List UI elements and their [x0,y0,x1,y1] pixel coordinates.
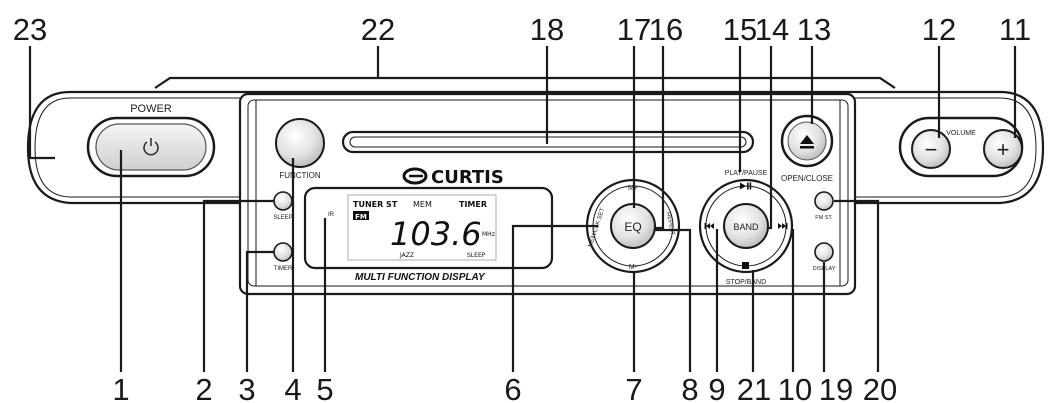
timer-label: TIMER [274,266,293,272]
callouts-bottom: 1 2 3 4 5 6 7 8 9 21 10 19 20 [112,372,897,403]
callout-22: 22 [361,12,395,47]
callout-21: 21 [737,372,771,403]
callout-2: 2 [195,372,212,403]
mem-minus-label: M- [629,264,638,271]
callout-10: 10 [778,372,812,403]
callout-15: 15 [723,12,757,47]
lcd-mem: MEM [413,200,432,209]
play-pause-icon[interactable] [740,182,752,190]
leader-lines [28,46,1017,372]
callout-5: 5 [316,372,333,403]
play-pause-label: PLAY/PAUSE [725,170,768,177]
callout-16: 16 [649,12,683,47]
fm-st-label: FM ST. [815,215,833,221]
next-track-icon[interactable] [778,223,788,229]
volume-label: VOLUME [946,130,976,137]
callout-6: 6 [504,372,521,403]
callout-8: 8 [681,372,698,403]
lcd-fm-box [353,211,369,220]
fm-st-button[interactable] [814,191,834,211]
callout-11: 11 [999,12,1031,47]
callout-23: 23 [13,12,47,47]
callout-17: 17 [617,12,651,47]
callout-7: 7 [625,372,642,403]
lcd-tuner-st: TUNER ST [353,200,398,209]
power-icon [143,138,159,156]
function-button[interactable] [275,118,325,168]
callouts-top: 23 22 18 17 16 15 14 13 12 11 [13,12,1031,47]
sleep-label: SLEEP [273,215,292,221]
band-label: BAND [733,222,759,232]
lcd-jazz: JAZZ [399,252,414,259]
callout-18: 18 [530,12,564,47]
brand-logo [402,167,428,185]
callout-3: 3 [238,372,255,403]
display-button[interactable] [814,242,834,262]
open-close-label: OPEN/CLOSE [781,174,833,183]
volume-up-button[interactable] [983,129,1023,169]
lcd-sleep: SLEEP [467,252,486,259]
power-label: POWER [130,103,172,115]
eq-label: EQ [624,220,641,234]
volume-down-button[interactable] [911,129,951,169]
stop-band-label: STOP/BAND [726,279,766,286]
stop-icon[interactable] [742,262,749,269]
callout-14: 14 [755,12,789,47]
callout-12: 12 [922,12,956,47]
lcd-timer: TIMER [459,200,487,209]
timer-button[interactable] [273,242,293,262]
lcd-mhz: MHz [482,231,495,238]
callout-19: 19 [819,372,853,403]
lcd-display [303,186,554,270]
callout-9: 9 [708,372,725,403]
eject-icon [800,135,814,149]
eject-button[interactable] [780,114,834,168]
ir-sensor-label: IR [328,212,335,218]
callout-1: 1 [112,372,129,403]
display-caption: MULTI FUNCTION DISPLAY [355,272,486,283]
previous-track-icon[interactable] [704,223,715,229]
function-label: FUNCTION [279,171,321,180]
callout-20: 20 [863,372,897,403]
repeat-label: REPEAT [665,212,676,237]
sleep-button[interactable] [273,191,293,211]
device-body [26,76,1045,296]
lcd-frequency: 103.6 [390,215,482,253]
callout-13: 13 [797,12,831,47]
brand-name: CURTIS [431,167,504,188]
callout-4: 4 [284,372,301,403]
power-button[interactable] [86,116,216,178]
lcd-fm: FM [355,213,367,221]
volume-minus-label: − [925,137,938,162]
band-button[interactable] [723,203,769,249]
volume-plus-label: + [997,137,1010,162]
